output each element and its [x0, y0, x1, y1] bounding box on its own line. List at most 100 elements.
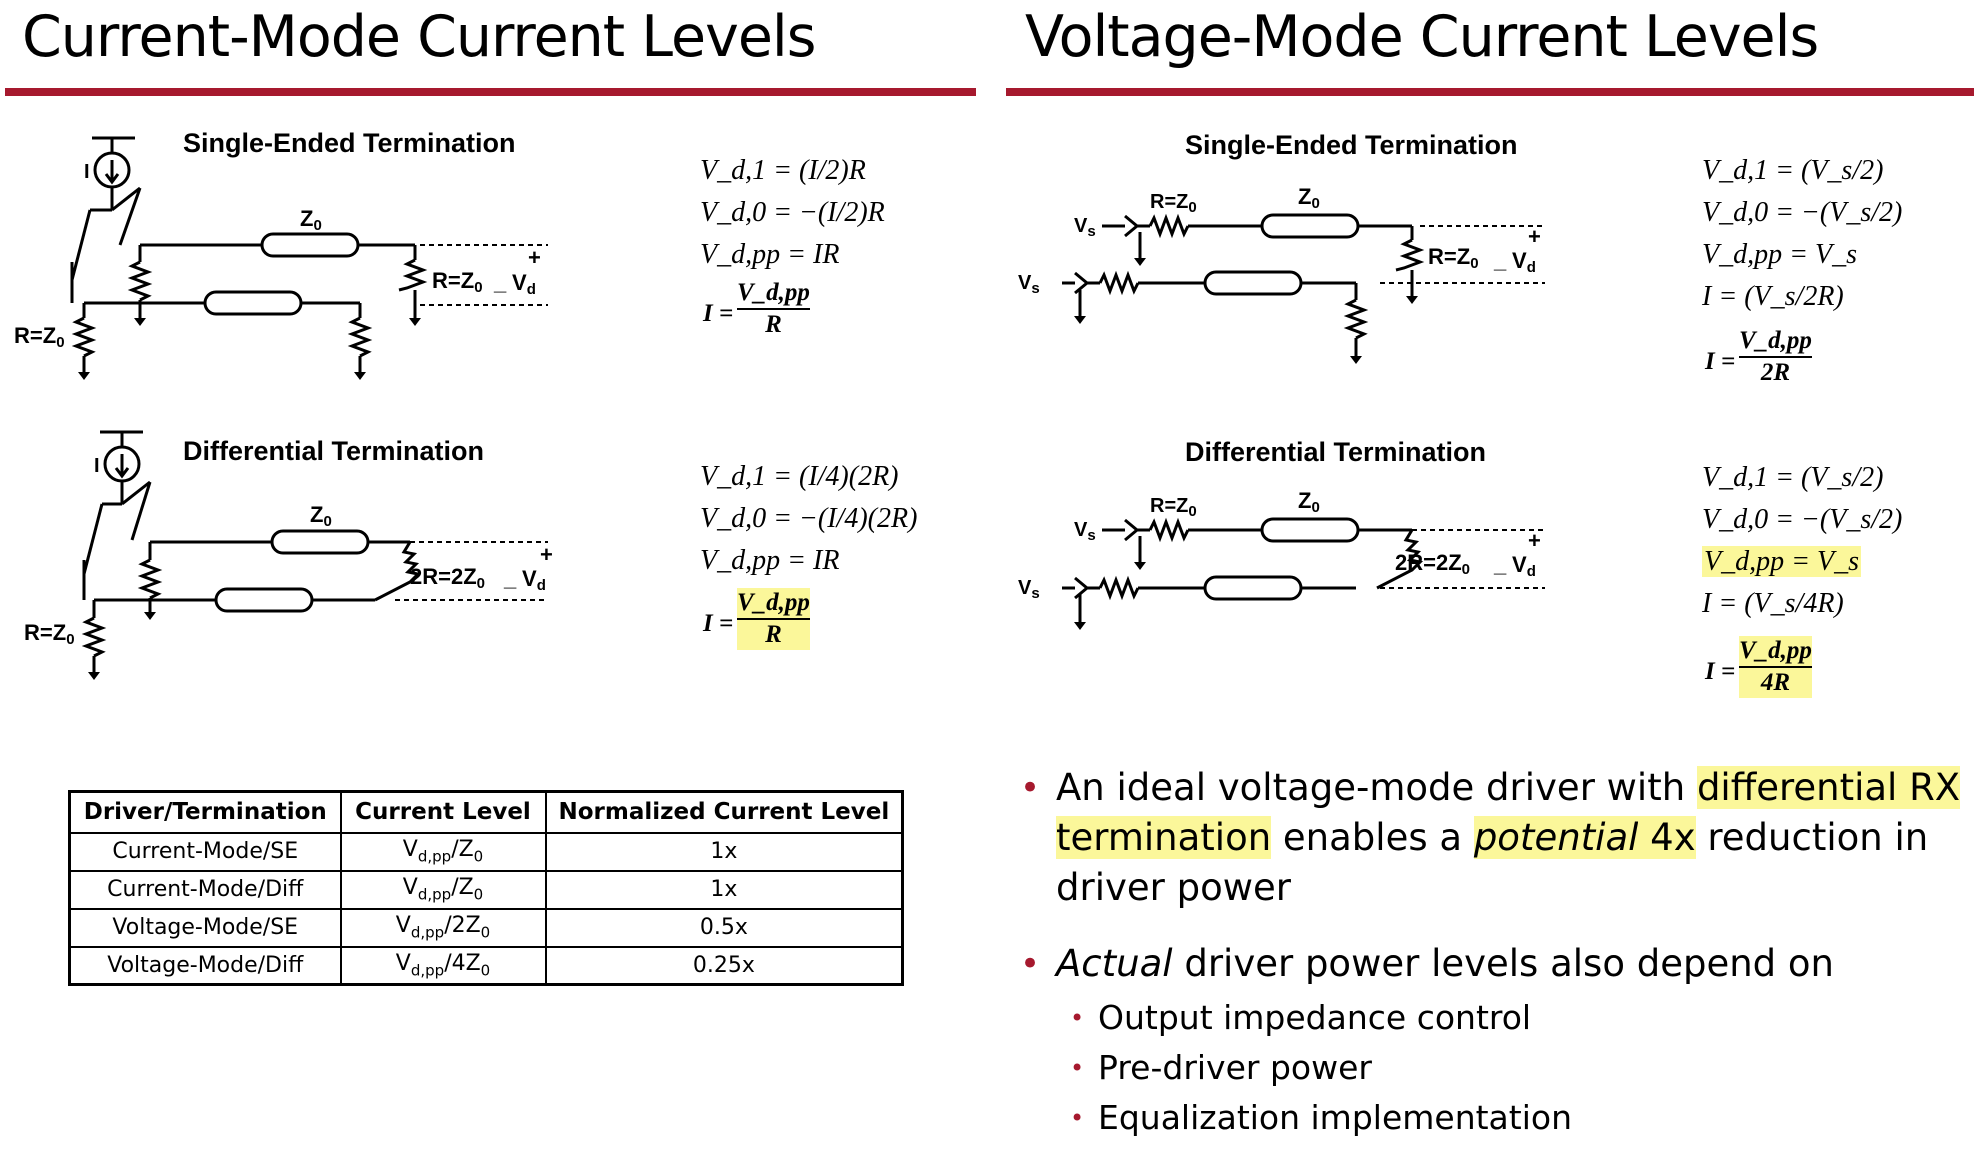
- table-header: Current Level: [339, 790, 547, 834]
- vm-se-schematic: [1062, 213, 1545, 356]
- table-cell-normalized: 1x: [544, 869, 904, 910]
- vm-diff-source1-label: Vs: [1074, 519, 1096, 544]
- table-cell-level: Vd,pp/2Z0: [339, 907, 547, 948]
- sub-bullet-item: Output impedance control: [1020, 993, 1970, 1043]
- equation-line: V_d,1 = (V_s/2): [1702, 155, 1884, 186]
- vm-diff-source2-label: Vs: [1018, 577, 1040, 602]
- cm-diff-source-label: I: [94, 455, 100, 477]
- formula-numerator: V_d,pp: [1739, 327, 1812, 354]
- equation-line: V_d,pp = V_s: [1702, 541, 1902, 583]
- table-cell-level: Vd,pp/Z0: [339, 831, 547, 872]
- cm-diff-term-label: 2R=2Z0: [410, 564, 485, 592]
- equation-line: V_d,1 = (I/4)(2R): [700, 461, 899, 492]
- vm-diff-grounds: [1074, 562, 1146, 630]
- cm-diff-equations: V_d,1 = (I/4)(2R) V_d,0 = −(I/4)(2R) V_d…: [700, 456, 917, 582]
- formula-fraction: V_d,pp R: [737, 588, 810, 650]
- table-header-row: Driver/Termination Current Level Normali…: [68, 790, 904, 834]
- vm-se-heading: Single-Ended Termination: [1185, 130, 1518, 160]
- sub-bullet-item: Pre-driver power: [1020, 1043, 1970, 1093]
- highlighted-text: potential: [1473, 816, 1639, 859]
- right-title-rule: [1006, 88, 1974, 96]
- cm-diff-line-label: Z0: [310, 502, 332, 530]
- table-cell-level: Vd,pp/Z0: [339, 869, 547, 910]
- equation-line: V_d,1 = (V_s/2): [1702, 462, 1884, 493]
- formula-fraction: V_d,pp 2R: [1739, 326, 1812, 388]
- bullet-item: Actual driver power levels also depend o…: [1020, 939, 1970, 989]
- cm-diff-minus: _: [503, 566, 517, 591]
- cm-diff-grounds: [88, 612, 156, 680]
- vm-diff-minus: _: [1493, 552, 1507, 577]
- vm-diff-line-label: Z0: [1298, 488, 1320, 516]
- formula-lhs: I =: [1705, 658, 1736, 685]
- vm-se-plus: +: [1528, 224, 1541, 249]
- formula-denominator: 2R: [1760, 359, 1791, 386]
- equation-line: I = (V_s/4R): [1702, 588, 1844, 619]
- formula-numerator: V_d,pp: [737, 589, 810, 616]
- vm-se-line-label: Z0: [1298, 184, 1320, 212]
- table-header: Driver/Termination: [68, 790, 342, 834]
- table-cell-driver: Voltage-Mode/Diff: [68, 945, 342, 986]
- table-cell-normalized: 0.5x: [544, 907, 904, 948]
- formula-denominator: 4R: [1760, 669, 1791, 696]
- left-title-rule: [5, 88, 976, 96]
- table-cell-driver: Voltage-Mode/SE: [68, 907, 342, 948]
- cm-se-equations: V_d,1 = (I/2)R V_d,0 = −(I/2)R V_d,pp = …: [700, 150, 885, 276]
- cm-se-grounds: [78, 318, 421, 380]
- equation-line: V_d,0 = −(I/4)(2R): [700, 503, 918, 534]
- vm-diff-vd-label: Vd: [1512, 552, 1536, 580]
- cm-se-driver-r-label: R=Z0: [14, 323, 65, 351]
- table-cell-level: Vd,pp/4Z0: [339, 945, 547, 986]
- highlighted-text: 4x: [1638, 816, 1696, 859]
- formula-fraction: V_d,pp 4R: [1739, 636, 1812, 698]
- equation-line: V_d,0 = −(V_s/2): [1702, 197, 1903, 228]
- vm-diff-plus: +: [1528, 528, 1541, 553]
- cm-se-vd-label: Vd: [512, 270, 536, 298]
- equation-line: V_d,0 = −(I/2)R: [700, 197, 885, 228]
- vm-diff-series-r-label: R=Z0: [1150, 495, 1197, 520]
- equation-line: V_d,pp = IR: [700, 545, 840, 576]
- bullet-item: An ideal voltage-mode driver with differ…: [1020, 763, 1970, 913]
- table-row: Voltage-Mode/SE Vd,pp/2Z0 0.5x: [68, 907, 904, 948]
- left-slide-title: Current-Mode Current Levels: [22, 4, 816, 70]
- bullet-list: An ideal voltage-mode driver with differ…: [1020, 763, 1970, 1143]
- formula-denominator: R: [765, 621, 782, 648]
- formula-numerator: V_d,pp: [1739, 637, 1812, 664]
- vm-se-term-label: R=Z0: [1428, 244, 1479, 272]
- formula-lhs: I =: [703, 300, 734, 327]
- equation-line: V_d,pp = IR: [700, 239, 840, 270]
- vm-se-minus: _: [1493, 248, 1507, 273]
- table-row: Current-Mode/SE Vd,pp/Z0 1x: [68, 831, 904, 872]
- vm-se-grounds: [1074, 258, 1418, 364]
- cm-se-minus: _: [493, 270, 507, 295]
- table-row: Current-Mode/Diff Vd,pp/Z0 1x: [68, 869, 904, 910]
- cm-se-plus: +: [528, 245, 541, 270]
- equation-line: V_d,1 = (I/2)R: [700, 155, 866, 186]
- formula-denominator: R: [765, 311, 782, 338]
- table-cell-driver: Current-Mode/SE: [68, 831, 342, 872]
- vm-se-source1-label: Vs: [1074, 215, 1096, 240]
- vm-se-vd-label: Vd: [1512, 248, 1536, 276]
- vm-se-equations: V_d,1 = (V_s/2) V_d,0 = −(V_s/2) V_d,pp …: [1702, 150, 1902, 318]
- equation-line: V_d,0 = −(V_s/2): [1702, 504, 1903, 535]
- vm-diff-schematic: [1062, 517, 1545, 622]
- cm-se-term-label: R=Z0: [432, 268, 483, 296]
- table-header: Normalized Current Level: [544, 790, 904, 834]
- cm-se-schematic: [70, 136, 548, 372]
- current-level-table: Driver/Termination Current Level Normali…: [68, 790, 905, 986]
- formula-numerator: V_d,pp: [737, 279, 810, 306]
- vm-diff-heading: Differential Termination: [1185, 437, 1487, 467]
- cm-diff-heading: Differential Termination: [183, 436, 485, 466]
- formula-lhs: I =: [703, 610, 734, 637]
- sub-bullet-item: Equalization implementation: [1020, 1093, 1970, 1143]
- equation-line: I = (V_s/2R): [1702, 281, 1844, 312]
- cm-se-line-label: Z0: [300, 206, 322, 234]
- cm-se-source-label: I: [84, 161, 90, 183]
- formula-lhs: I =: [1705, 348, 1736, 375]
- equation-line: V_d,pp = V_s: [1702, 239, 1857, 270]
- cm-diff-schematic: [81, 430, 548, 672]
- highlighted-equation: V_d,pp = V_s: [1702, 546, 1861, 577]
- vm-diff-equations: V_d,1 = (V_s/2) V_d,0 = −(V_s/2) V_d,pp …: [1702, 457, 1902, 625]
- cm-diff-vd-label: Vd: [522, 566, 546, 594]
- table-cell-driver: Current-Mode/Diff: [68, 869, 342, 910]
